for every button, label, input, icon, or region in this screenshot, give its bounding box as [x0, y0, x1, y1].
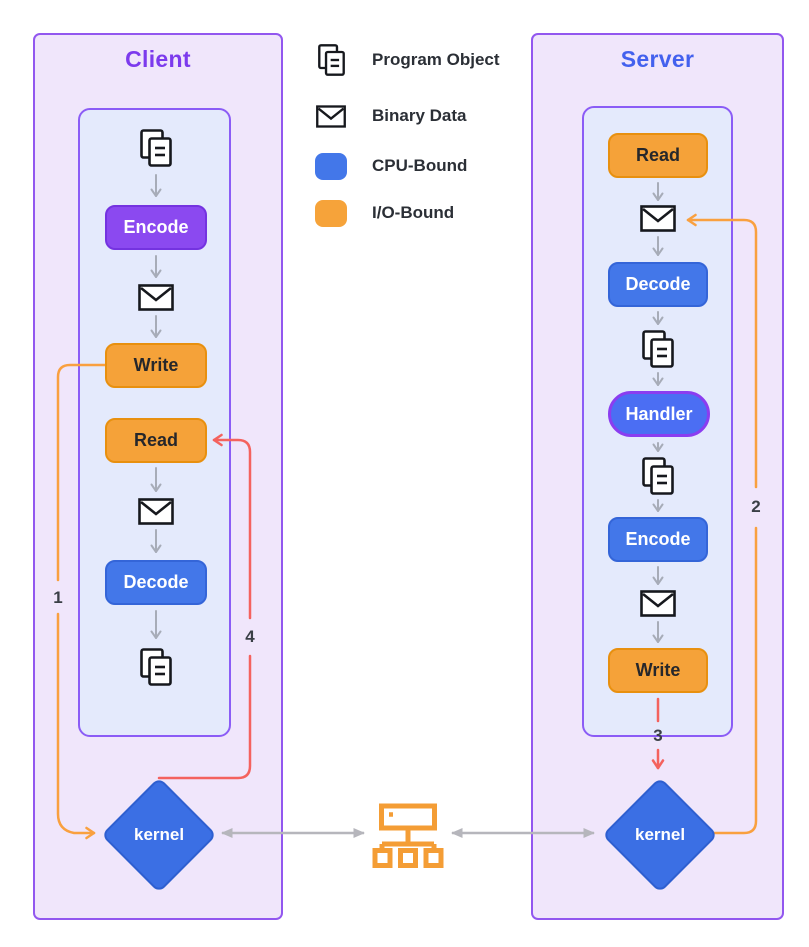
client-write-node: Write: [105, 343, 207, 388]
program-object-icon: [140, 129, 172, 167]
kernel-label: kernel: [133, 825, 185, 844]
network-switch-icon: [372, 803, 444, 870]
server-handler-node: Handler: [608, 391, 710, 437]
binary-data-icon: [314, 104, 348, 128]
client-decode-node: Decode: [105, 560, 207, 605]
cpu-bound-swatch: [314, 152, 348, 180]
binary-data-icon: [640, 590, 676, 617]
step-2-label: 2: [751, 497, 761, 516]
program-object-icon: [140, 648, 172, 686]
step-1-label: 1: [53, 588, 63, 607]
legend-label: CPU-Bound: [372, 156, 468, 175]
legend-item-binary-data: Binary Data: [314, 100, 466, 132]
binary-data-icon: [640, 205, 676, 232]
step-4-label: 4: [245, 627, 255, 646]
legend-label: I/O-Bound: [372, 203, 455, 222]
legend-label: Program Object: [372, 50, 500, 69]
server-write-node: Write: [608, 648, 708, 693]
server-read-node: Read: [608, 133, 708, 178]
legend-item-program-object: Program Object: [314, 44, 500, 76]
binary-data-icon: [138, 498, 174, 525]
legend-label: Binary Data: [372, 106, 467, 125]
legend-item-cpu-bound: CPU-Bound: [314, 150, 467, 182]
server-title: Server: [620, 46, 695, 72]
client-title: Client: [125, 46, 191, 72]
server-encode-node: Encode: [608, 517, 708, 562]
program-object-icon: [314, 44, 348, 76]
io-bound-swatch: [314, 199, 348, 227]
client-read-node: Read: [105, 418, 207, 463]
step-3-label: 3: [653, 726, 663, 745]
program-object-icon: [642, 330, 674, 368]
binary-data-icon: [138, 284, 174, 311]
kernel-label: kernel: [634, 825, 686, 844]
server-decode-node: Decode: [608, 262, 708, 307]
program-object-icon: [642, 457, 674, 495]
client-encode-node: Encode: [105, 205, 207, 250]
legend-item-io-bound: I/O-Bound: [314, 197, 454, 229]
